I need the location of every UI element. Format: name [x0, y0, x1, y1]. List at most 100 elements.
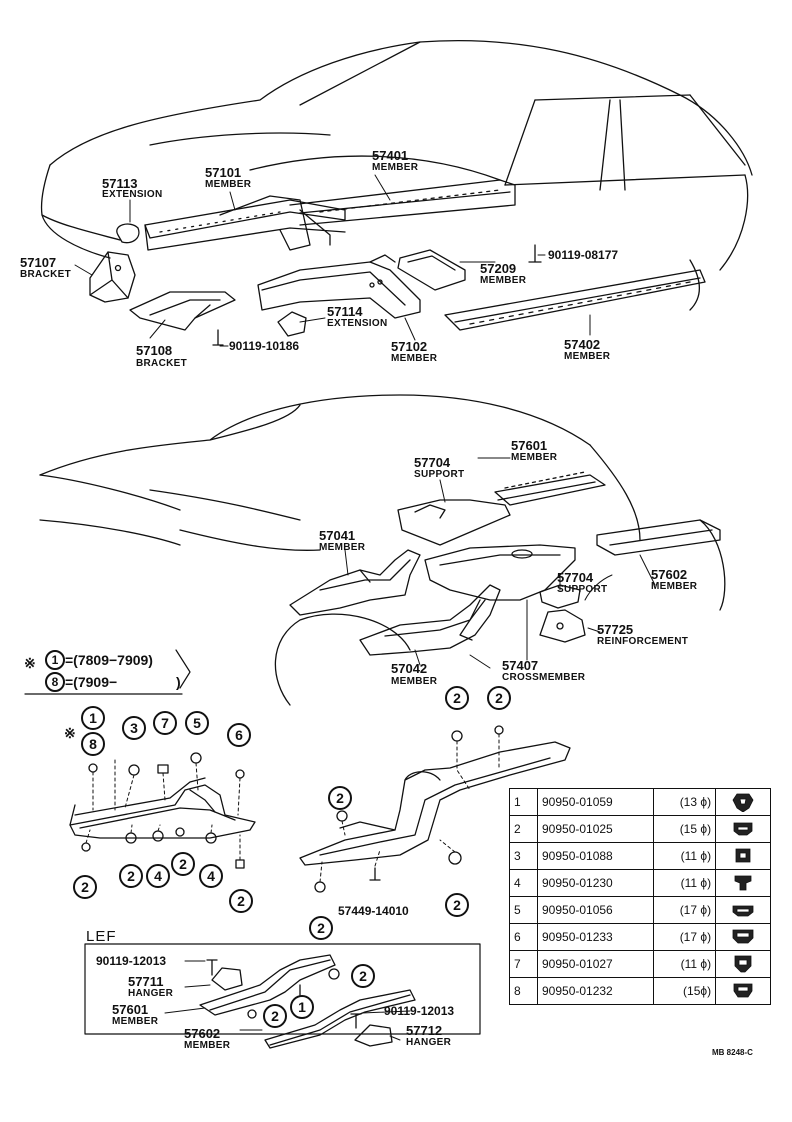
legend-row-1-text: =(7809−7909) — [65, 652, 153, 668]
callout-4: 4 — [199, 864, 223, 888]
lef-assembly-drawing — [199, 954, 416, 1049]
part-name-57401: MEMBER — [372, 162, 419, 173]
legend-marker-8: 8 — [45, 672, 65, 692]
part-57725-drawing — [539, 609, 586, 643]
part-57101-drawing — [144, 195, 346, 251]
clip-type-4-icon — [731, 875, 755, 896]
part-57402-drawing — [444, 269, 706, 331]
callout-2: 2 — [171, 852, 195, 876]
clip-shape-cell — [715, 788, 771, 816]
part-number-57704-a: 57704 — [414, 455, 451, 470]
part-57114-drawing — [277, 311, 307, 337]
legend-note-symbol: ※ — [24, 655, 36, 671]
part-name-57601-mid: MEMBER — [511, 452, 558, 463]
clip-shape-cell — [715, 977, 771, 1005]
bolt-number-57449-14010: 57449-14010 — [338, 904, 409, 918]
clip-shape-cell — [715, 923, 771, 951]
bolt-08177-drawing — [528, 244, 542, 263]
part-name-57402: MEMBER — [564, 351, 611, 362]
clip-size: (11 ϕ) — [653, 950, 717, 978]
clip-type-6-icon — [731, 929, 755, 950]
clip-size: (17 ϕ) — [653, 896, 717, 924]
part-57113-drawing — [116, 223, 140, 244]
part-57108-drawing — [129, 291, 236, 331]
part-57107-drawing — [89, 251, 136, 303]
lower-left-note-symbol: ※ — [64, 725, 76, 741]
part-name-57704-a: SUPPORT — [414, 469, 465, 480]
part-name-57108: BRACKET — [136, 358, 187, 369]
part-number-57601-mid: 57601 — [511, 438, 548, 453]
clip-shape-cell — [715, 842, 771, 870]
part-57041-drawing — [289, 549, 421, 616]
bolt-number-90119-08177: 90119-08177 — [548, 248, 619, 262]
clip-index: 3 — [509, 842, 538, 870]
lower-left-assembly-drawing — [69, 752, 256, 869]
callout-5: 5 — [185, 711, 209, 735]
clip-part-number: 90950-01059 — [536, 788, 655, 816]
clip-type-1-icon — [731, 793, 755, 815]
legend-brace — [24, 649, 191, 695]
lef-title: LEF — [86, 928, 117, 945]
callout-2: 2 — [229, 889, 253, 913]
clip-size: (13 ϕ) — [653, 788, 717, 816]
part-name-57041: MEMBER — [319, 542, 366, 553]
part-number-57101: 57101 — [205, 165, 242, 180]
part-number-57102: 57102 — [391, 339, 428, 354]
part-number-57402: 57402 — [564, 337, 601, 352]
callout-2: 2 — [328, 786, 352, 810]
clip-part-number: 90950-01233 — [536, 923, 655, 951]
callout-2: 2 — [487, 686, 511, 710]
part-name-57602-mid: MEMBER — [651, 581, 698, 592]
part-number-57601-lef: 57601 — [112, 1002, 149, 1017]
drawing-code: MB 8248-C — [712, 1048, 753, 1057]
part-name-57407: CROSSMEMBER — [502, 672, 586, 683]
clip-size: (11 ϕ) — [653, 842, 717, 870]
part-name-57725: REINFORCEMENT — [597, 636, 689, 647]
clip-shape-cell — [715, 869, 771, 897]
part-name-57712: HANGER — [406, 1037, 452, 1048]
part-number-57108: 57108 — [136, 343, 173, 358]
part-name-57102: MEMBER — [391, 353, 438, 364]
part-name-57209: MEMBER — [480, 275, 527, 286]
part-number-57602-lef: 57602 — [184, 1026, 221, 1041]
clip-type-2-icon — [731, 822, 755, 842]
part-number-57107: 57107 — [20, 255, 57, 270]
callout-2: 2 — [263, 1004, 287, 1028]
part-number-57209: 57209 — [480, 261, 517, 276]
clip-part-number: 90950-01230 — [536, 869, 655, 897]
clip-shape-cell — [715, 815, 771, 843]
clip-index: 6 — [509, 923, 538, 951]
clip-index: 1 — [509, 788, 538, 816]
clip-index: 4 — [509, 869, 538, 897]
callout-8: 8 — [81, 732, 105, 756]
clip-part-number: 90950-01088 — [536, 842, 655, 870]
part-number-57711: 57711 — [128, 974, 164, 989]
bolt-number-90119-12013-b: 90119-12013 — [384, 1004, 455, 1018]
part-name-57114: EXTENSION — [327, 318, 388, 329]
car-body-top — [40, 39, 753, 311]
part-name-57711: HANGER — [128, 988, 174, 999]
lower-middle-assembly-drawing — [299, 725, 571, 893]
part-57601-mid-drawing — [494, 471, 606, 506]
callout-7: 7 — [153, 711, 177, 735]
part-name-57101: MEMBER — [205, 179, 252, 190]
callout-2: 2 — [351, 964, 375, 988]
part-57401-drawing — [289, 179, 516, 226]
callout-4: 4 — [146, 864, 170, 888]
clip-shape-cell — [715, 950, 771, 978]
bolt-number-90119-12013-a: 90119-12013 — [96, 954, 167, 968]
part-57704-support-a-drawing — [397, 499, 511, 546]
part-name-57704-b: SUPPORT — [557, 584, 608, 595]
part-number-57704-b: 57704 — [557, 570, 594, 585]
clip-type-8-icon — [731, 983, 755, 1004]
lef-box-frame — [84, 943, 481, 1035]
clip-size: (15ϕ) — [653, 977, 717, 1005]
part-57602-mid-drawing — [596, 519, 721, 556]
clip-index: 8 — [509, 977, 538, 1005]
clip-part-number: 90950-01025 — [536, 815, 655, 843]
